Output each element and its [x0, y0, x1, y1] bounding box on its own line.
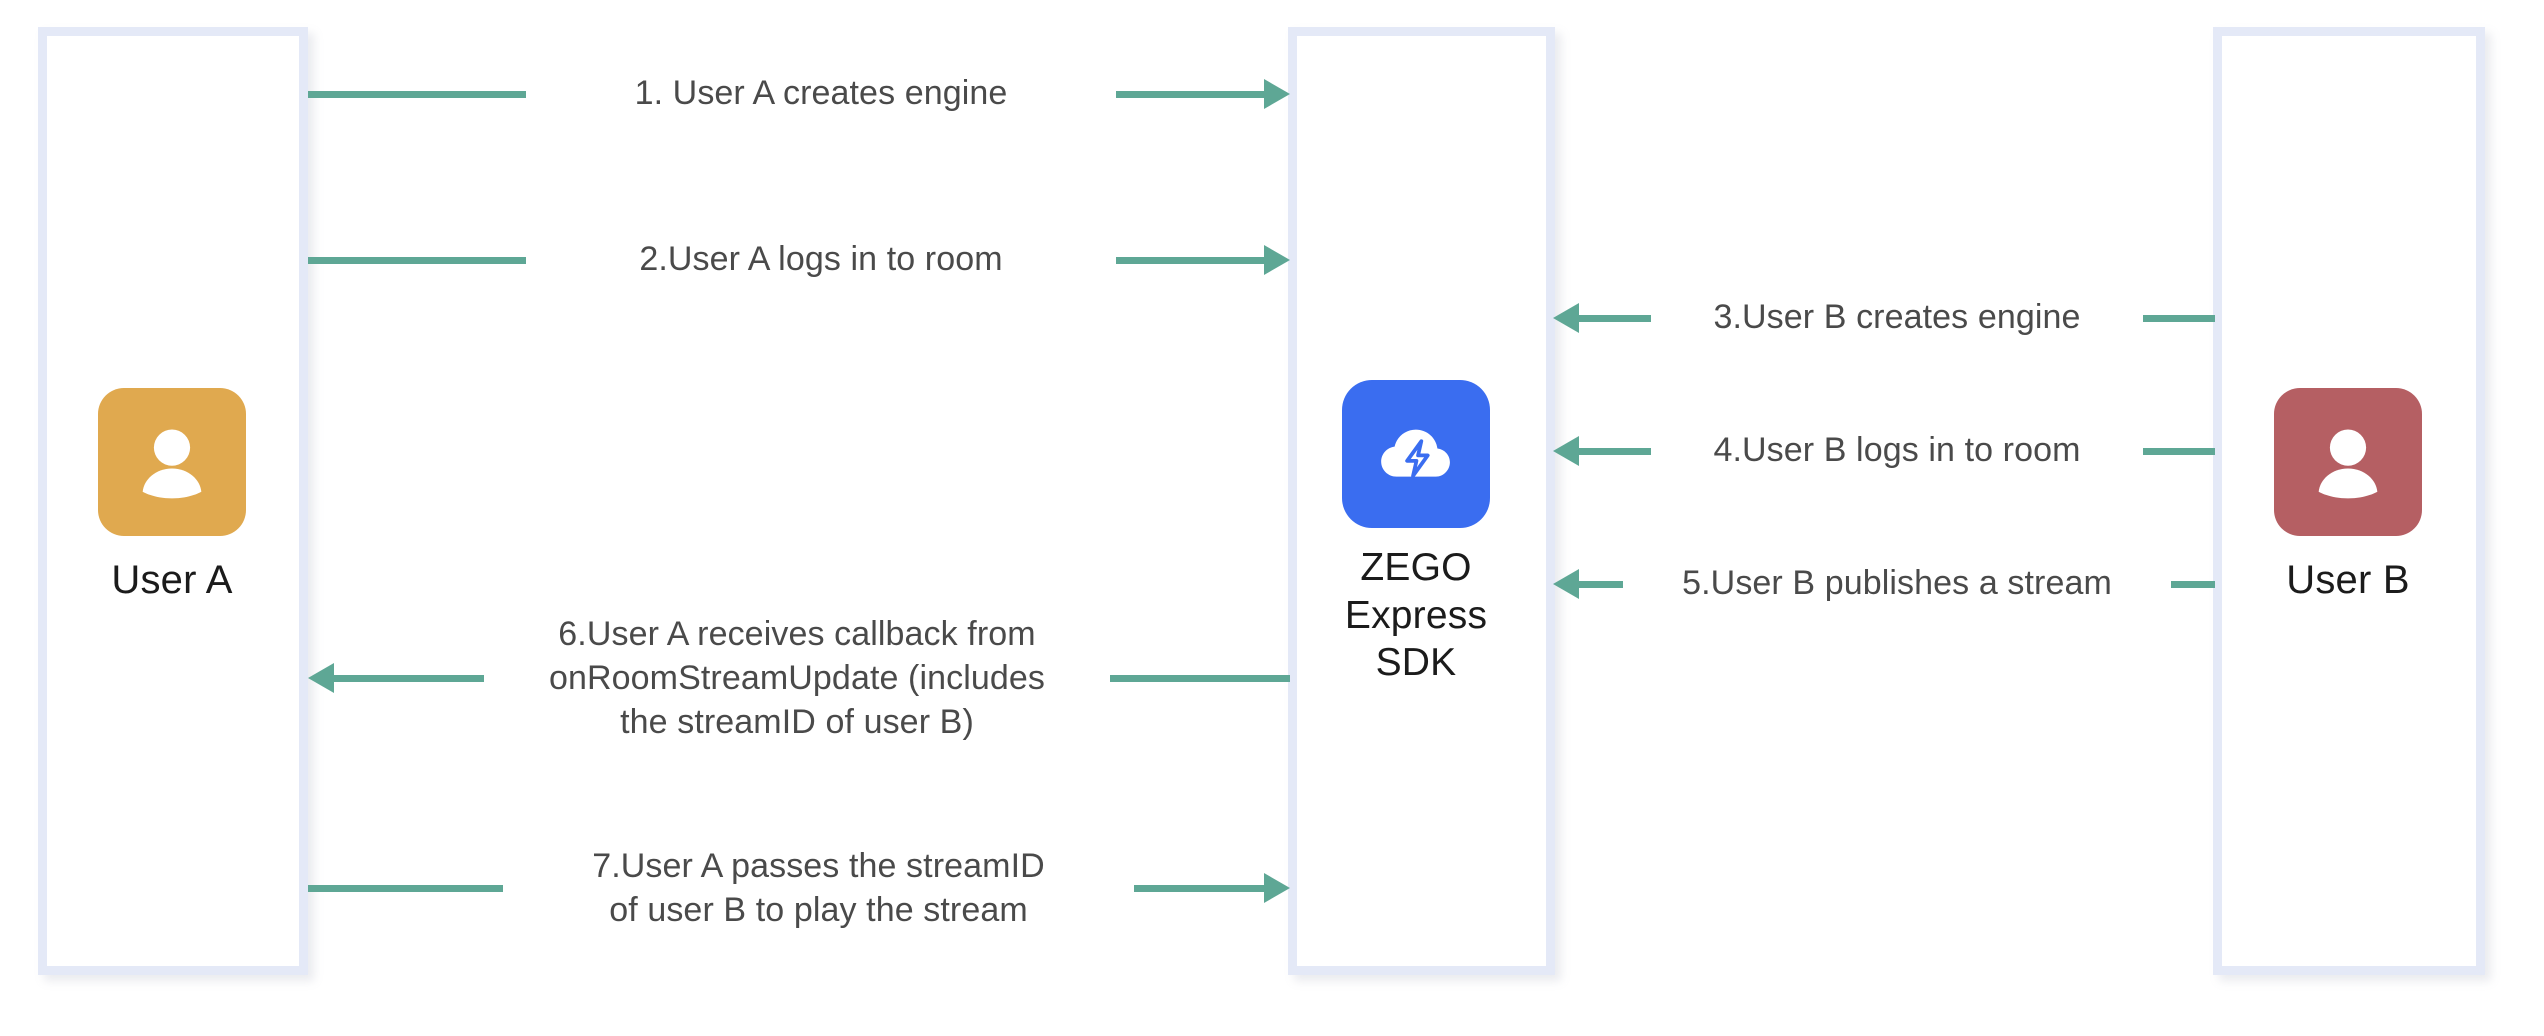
arrow-line	[308, 256, 526, 264]
arrowhead-left-icon	[1553, 303, 1579, 333]
person-avatar-icon	[98, 388, 246, 536]
arrow-line	[1579, 580, 1623, 588]
person-avatar-icon	[2274, 388, 2422, 536]
arrow-line	[308, 90, 526, 98]
actor-zego-sdk: ZEGO Express SDK	[1342, 380, 1490, 687]
cloud-bolt-icon	[1342, 380, 1490, 528]
message-label-4: 4.User B logs in to room	[1713, 431, 2081, 470]
arrowhead-right-icon	[1264, 79, 1290, 109]
message-label-5: 5.User B publishes a stream	[1682, 564, 2112, 603]
message-label-6: 6.User A receives callback from onRoomSt…	[548, 614, 1046, 742]
actor-label-zego-sdk: ZEGO Express SDK	[1344, 546, 1488, 685]
message-arrow-6: 6.User A receives callback from onRoomSt…	[308, 613, 1290, 743]
message-arrow-7: 7.User A passes the streamID of user B t…	[308, 838, 1290, 938]
arrow-line	[1116, 90, 1264, 98]
arrow-line	[2143, 447, 2215, 455]
arrow-line	[1579, 447, 1651, 455]
arrowhead-left-icon	[1553, 436, 1579, 466]
message-label-2: 2.User A logs in to room	[639, 240, 1003, 279]
message-arrow-5: 5.User B publishes a stream	[1553, 562, 2215, 606]
message-arrow-1: 1. User A creates engine	[308, 72, 1290, 116]
arrowhead-right-icon	[1264, 245, 1290, 275]
message-label-3: 3.User B creates engine	[1713, 298, 2081, 337]
arrowhead-left-icon	[1553, 569, 1579, 599]
message-arrow-3: 3.User B creates engine	[1553, 296, 2215, 340]
arrow-line	[1134, 884, 1264, 892]
actor-label-user-b: User B	[2286, 558, 2410, 602]
actor-label-user-a: User A	[111, 558, 233, 602]
actor-user-a: User A	[98, 388, 246, 603]
message-arrow-2: 2.User A logs in to room	[308, 238, 1290, 282]
arrowhead-right-icon	[1264, 873, 1290, 903]
arrow-line	[1110, 674, 1290, 682]
arrow-line	[2143, 314, 2215, 322]
arrow-line	[1116, 256, 1264, 264]
arrow-line	[1579, 314, 1651, 322]
arrow-line	[2171, 580, 2215, 588]
message-arrow-4: 4.User B logs in to room	[1553, 429, 2215, 473]
message-label-7: 7.User A passes the streamID of user B t…	[592, 846, 1045, 929]
actor-user-b: User B	[2274, 388, 2422, 603]
arrow-line	[308, 884, 503, 892]
message-label-1: 1. User A creates engine	[634, 74, 1008, 113]
arrow-line	[334, 674, 484, 682]
arrowhead-left-icon	[308, 663, 334, 693]
